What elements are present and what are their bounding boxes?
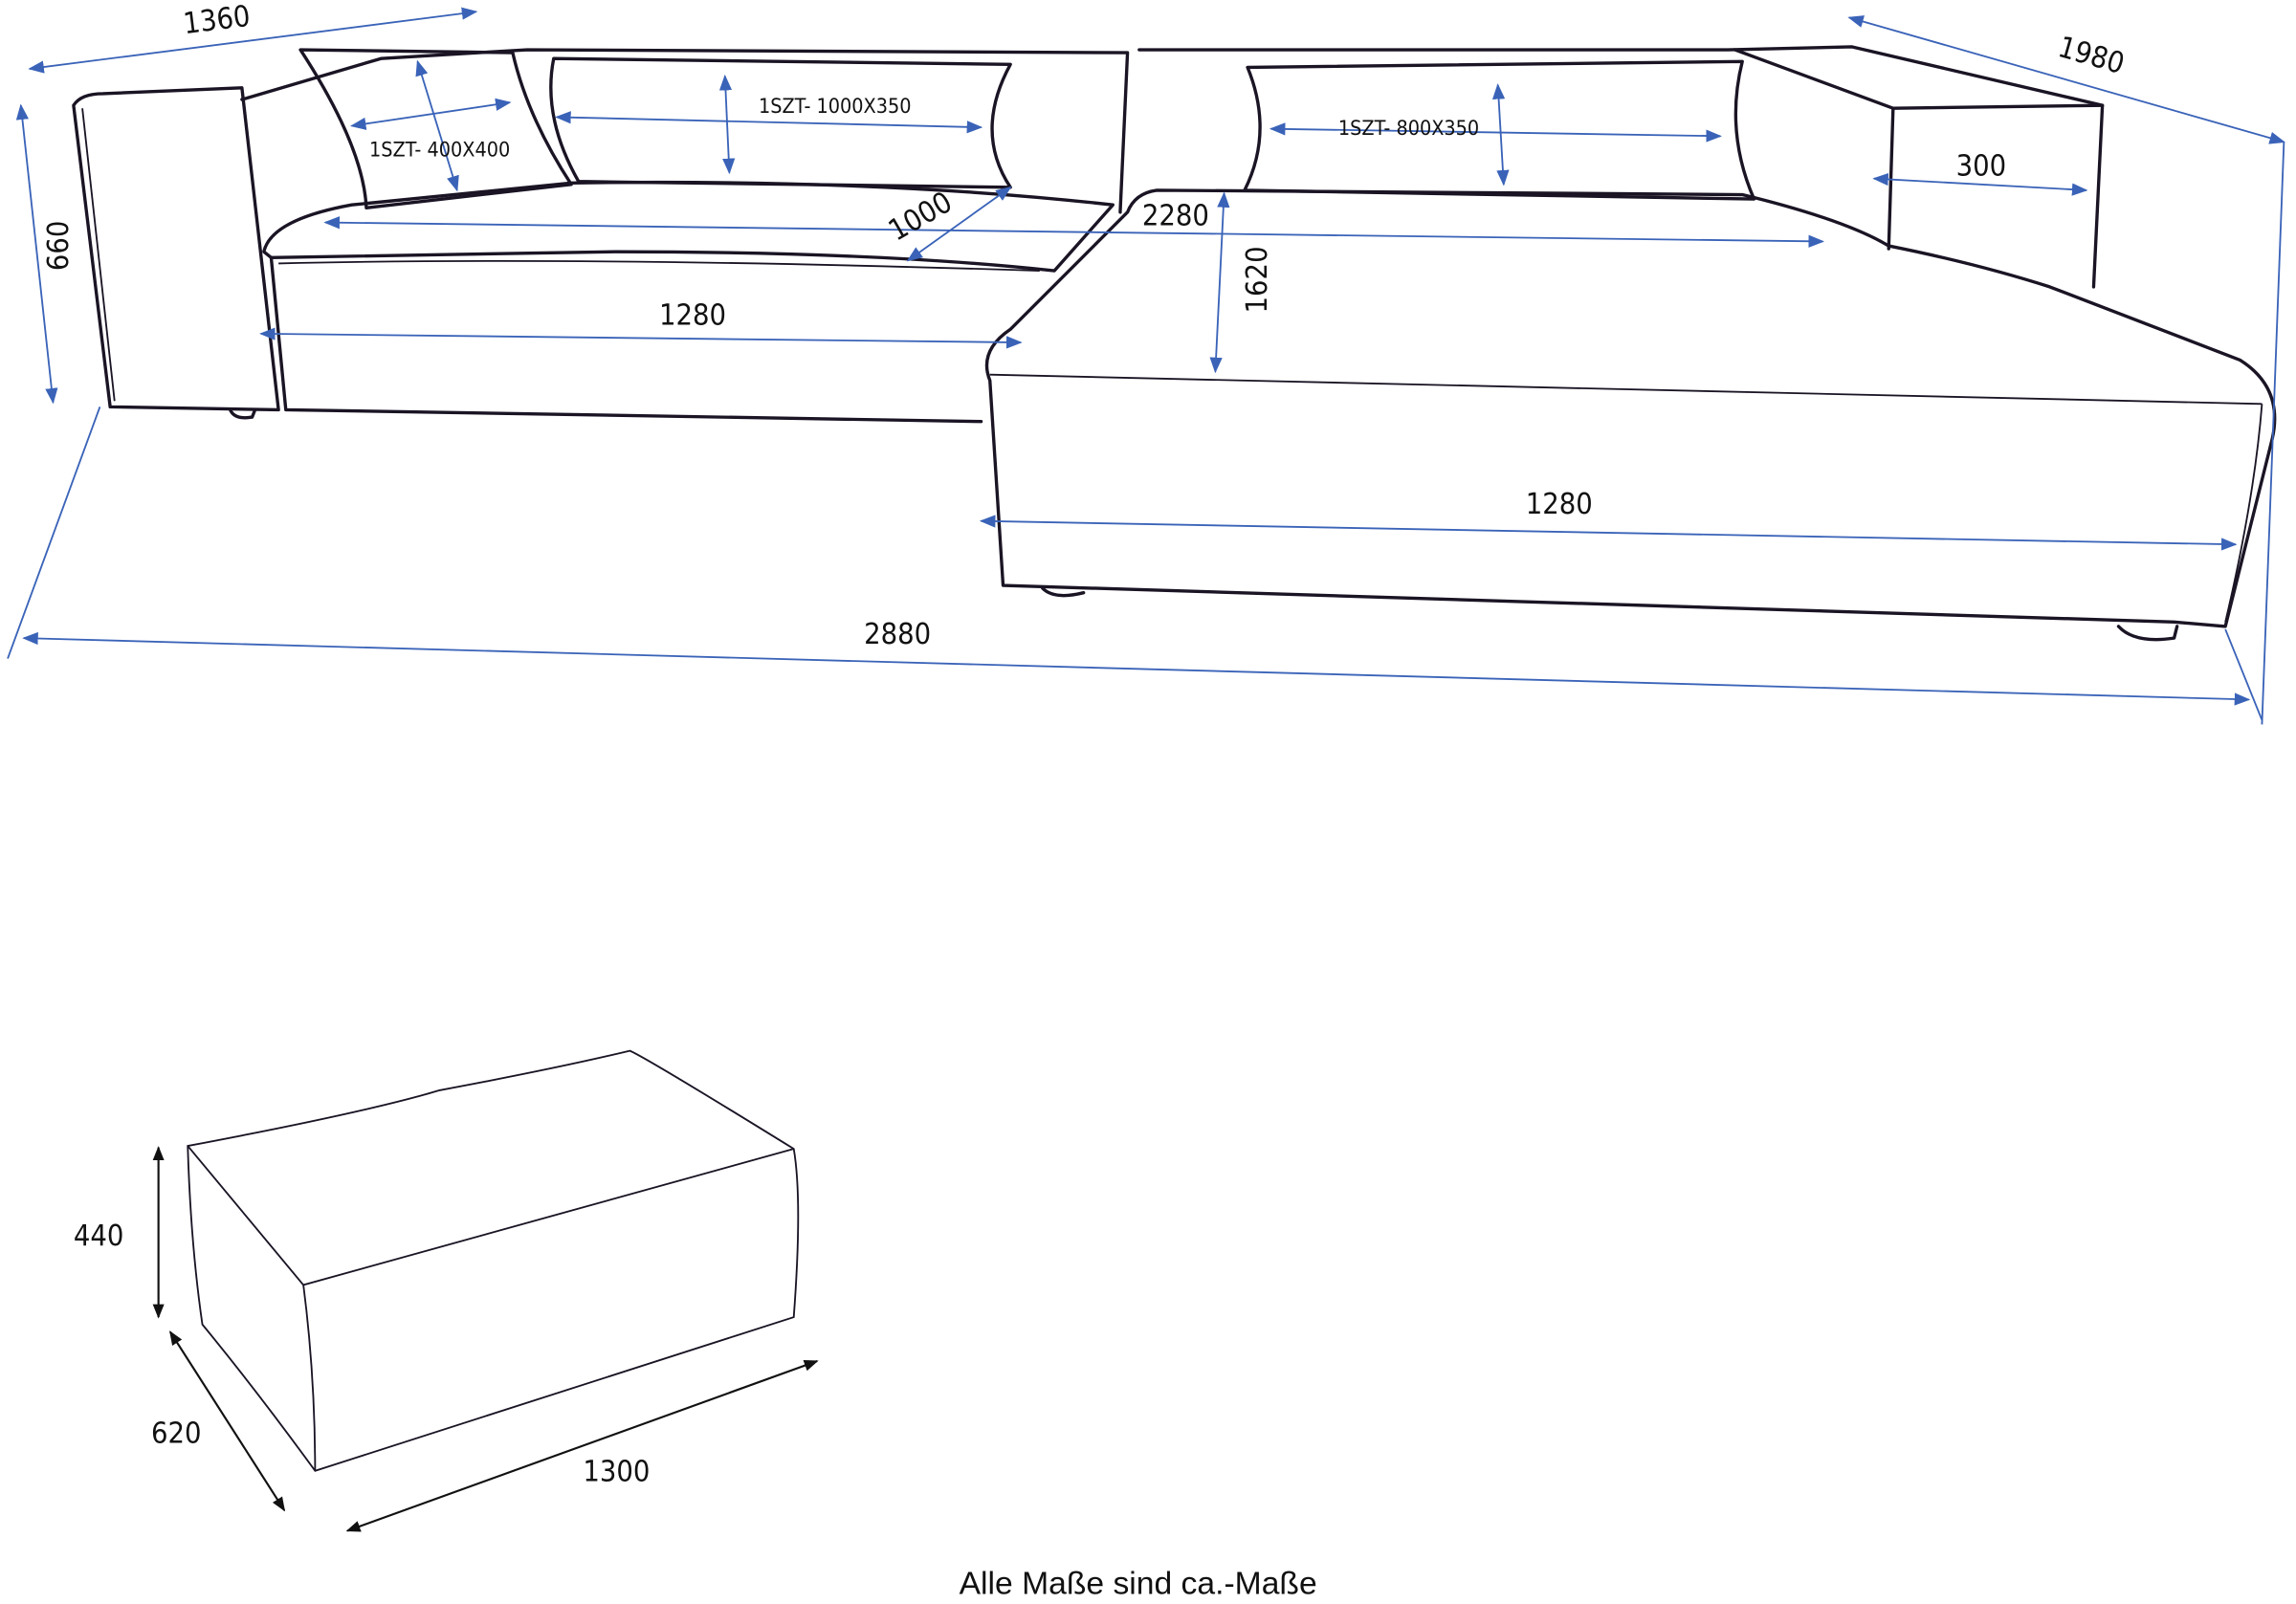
label-1360: 1360 [182, 0, 253, 41]
label-2880: 2880 [864, 618, 931, 651]
label-pillow-800x350: 1SZT- 800X350 [1338, 117, 1479, 141]
label-620: 620 [151, 1417, 202, 1451]
label-pillow-400x400: 1SZT- 400X400 [369, 139, 510, 163]
ottoman-outline [187, 1049, 800, 1472]
label-1000: 1000 [883, 186, 958, 248]
label-1300: 1300 [583, 1455, 650, 1488]
ottoman-dimension-labels: 440 620 1300 [74, 1219, 651, 1488]
sofa-outline [72, 45, 2277, 642]
sofa-dimension-lines [7, 7, 2285, 725]
caption: Alle Maße sind ca.-Maße [960, 1566, 1317, 1601]
sofa-dimension-labels: 1360 1980 660 1SZT- 400X400 1SZT- 1000X3… [42, 0, 2129, 651]
label-1280-left: 1280 [659, 299, 726, 333]
label-660: 660 [42, 221, 76, 272]
label-2280: 2280 [1142, 200, 1209, 233]
label-440: 440 [74, 1219, 124, 1253]
ottoman-dimension-lines [152, 1146, 819, 1532]
label-1280-chaise: 1280 [1526, 488, 1593, 521]
label-1620: 1620 [1241, 246, 1274, 313]
label-300: 300 [1956, 150, 2007, 184]
label-pillow-1000x350: 1SZT- 1000X350 [759, 95, 911, 119]
label-1980: 1980 [2054, 31, 2128, 81]
